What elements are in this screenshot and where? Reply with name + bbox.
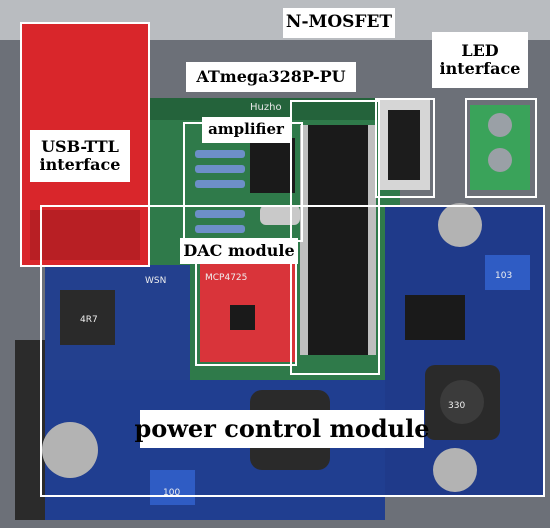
chip-mark-text: 330 (448, 401, 465, 411)
label-usb-ttl: USB-TTL interface (30, 130, 130, 182)
atmega-outline (290, 100, 380, 375)
label-usb-line2: interface (39, 155, 121, 174)
chip-mark-text: 103 (495, 271, 512, 281)
label-n-mosfet: N-MOSFET (283, 8, 395, 38)
label-led-line1: LED (461, 40, 499, 60)
chip-mark-text: 4R7 (80, 315, 98, 325)
label-led-line2: interface (439, 59, 521, 78)
chip-mark-text: MCP4725 (205, 273, 247, 283)
label-led-interface: LED interface (432, 32, 528, 88)
label-amplifier: amplifier (202, 117, 290, 143)
label-dac-module: DAC module (180, 238, 298, 264)
chip-mark-text: WSN (145, 276, 166, 286)
usb-ttl-outline (20, 22, 150, 267)
label-atmega: ATmega328P-PU (186, 62, 356, 92)
led-interface-outline (465, 98, 537, 198)
power-control-outline (40, 205, 545, 497)
board-heading-text: Huzho (250, 102, 282, 113)
chip-mark-text: 100 (163, 488, 180, 498)
label-power-control-module: power control module (134, 410, 430, 448)
mosfet-outline (375, 98, 435, 198)
label-usb-line1: USB-TTL (41, 136, 119, 156)
